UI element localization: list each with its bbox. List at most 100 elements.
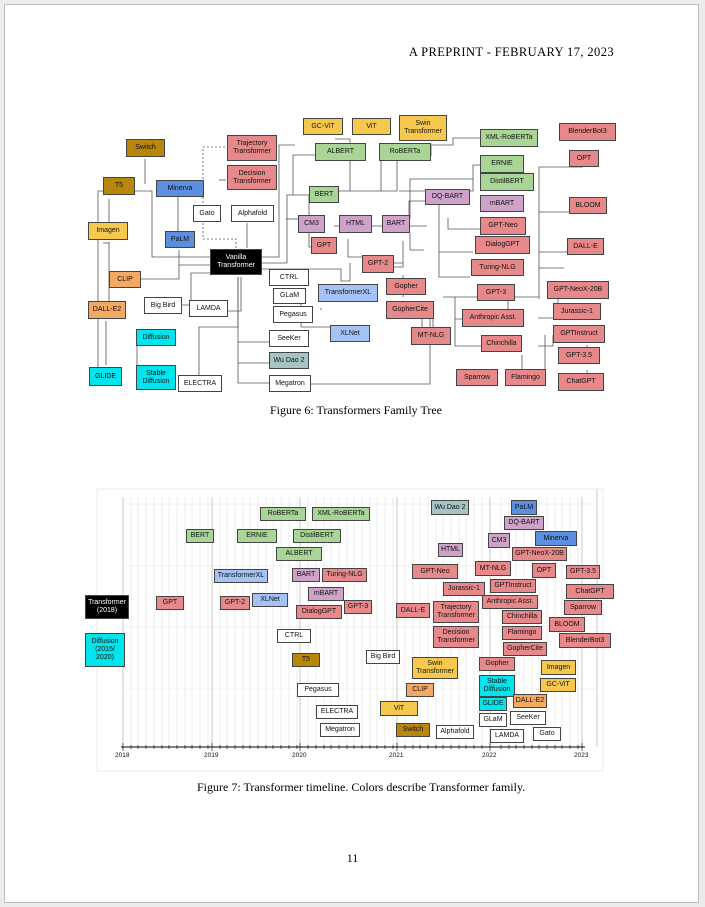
f7-node-gpt: GPT (156, 596, 184, 610)
f6-node-gc-vit: GC-ViT (303, 118, 343, 135)
f6-node-jurassic-1: Jurassic-1 (553, 303, 601, 320)
f6-node-blenderbot3: BlenderBot3 (559, 123, 616, 141)
f6-node-sparrow: Sparrow (456, 369, 498, 386)
f7-node-gopher: Gopher (479, 657, 515, 671)
f6-node-switch: Switch (126, 139, 165, 157)
f6-node-minerva: Minerva (156, 180, 204, 197)
f6-node-lamda: LAMDA (189, 300, 228, 317)
page-number: 11 (346, 851, 359, 865)
f6-node-clip: CLIP (109, 271, 141, 288)
f6-node-ernie: ERNIE (480, 155, 524, 173)
f7-node-gpt-neox-20b: GPT-NeoX-20B (512, 547, 567, 561)
f7-node-xlnet: XLNet (252, 593, 288, 607)
f6-node-palm: PaLM (165, 231, 195, 248)
f6-node-opt: OPT (569, 150, 599, 167)
f6-node-dialoggpt: DialogGPT (475, 236, 530, 254)
running-header: A PREPRINT - FEBRUARY 17, 2023 (408, 45, 614, 59)
f6-node-gpt-3-5: GPT-3.5 (558, 347, 600, 364)
f6-node-gato: Gato (193, 205, 221, 222)
f7-node-dall-e: DALL-E (396, 603, 430, 618)
f7-node-dialoggpt: DialogGPT (296, 605, 342, 619)
f6-node-decision-transformer: Decision Transformer (227, 165, 277, 190)
f7-node-ernie: ERNIE (237, 529, 277, 543)
year-label-2020: 2020 (292, 752, 307, 759)
f7-node-megatron: Megatron (320, 723, 360, 737)
f6-node-flamingo: Flamingo (505, 369, 546, 386)
f7-node-switch: Switch (396, 723, 430, 737)
f6-node-gptinstruct: GPTInstruct (553, 325, 605, 343)
f7-node-gpt-neo: GPT-Neo (412, 564, 458, 579)
f7-node-xml-roberta: XML-RoBERTa (312, 507, 370, 521)
f6-node-diffusion: Diffusion (136, 329, 176, 346)
f6-node-transformerxl: TransformerXL (318, 284, 378, 302)
f6-node-seeker: SeeKer (269, 330, 309, 347)
f7-node-vit: ViT (380, 701, 418, 716)
f7-node-wu-dao-2: Wu Dao 2 (431, 500, 469, 515)
f7-node-pegasus: Pegasus (297, 683, 339, 697)
f7-node-diffusion-2015-2020: Diffusion (2015/ 2020) (85, 633, 125, 667)
f7-node-gc-vit: GC-ViT (540, 678, 576, 692)
f6-node-bloom: BLOOM (569, 197, 607, 214)
f7-node-bert: BERT (186, 529, 214, 543)
f7-node-bloom: BLOOM (549, 617, 585, 632)
f6-node-vanilla-transformer: Vanilla Transformer (210, 249, 262, 275)
f6-node-electra: ELECTRA (178, 375, 222, 392)
f7-node-swin-transformer: Swin Transformer (412, 657, 458, 679)
year-label-2019: 2019 (204, 752, 219, 759)
f6-node-mt-nlg: MT-NLG (411, 327, 451, 345)
f6-node-glide: GLIDE (89, 367, 122, 386)
f7-node-lamda: LAMDA (490, 729, 524, 743)
year-label-2022: 2022 (482, 752, 497, 759)
f7-node-transformer-2018: Transformer (2018) (85, 595, 129, 619)
f6-node-turing-nlg: Turing-NLG (471, 259, 524, 276)
f6-node-bart: BART (382, 215, 410, 233)
f7-node-anthropic-asst: Anthropic Asst. (482, 595, 538, 609)
f6-node-vit: ViT (352, 118, 391, 135)
f7-node-gophercite: GopherCite (503, 642, 547, 656)
f7-node-albert: ALBERT (276, 547, 322, 561)
f7-node-opt: OPT (532, 563, 556, 578)
f6-node-stable-diffusion: Stable Diffusion (136, 365, 176, 390)
year-label-2018: 2018 (115, 752, 130, 759)
f6-node-big-bird: Big Bird (144, 297, 182, 314)
f6-node-cm3: CM3 (298, 215, 325, 233)
f6-node-trajectory-transformer: Trajectory Transformer (227, 135, 277, 161)
f6-node-gpt-2: GPT-2 (362, 255, 394, 273)
f7-node-gpt-3: GPT-3 (344, 600, 372, 614)
f7-node-transformerxl: TransformerXL (214, 569, 268, 583)
f7-node-imagen: Imagen (541, 660, 576, 675)
f6-node-gpt: GPT (311, 237, 337, 254)
f6-node-wu-dao-2: Wu Dao 2 (269, 352, 309, 369)
f6-node-alphafold: Alphafold (231, 205, 274, 222)
f7-node-trajectory-transformer: Trajectory Transformer (433, 601, 479, 623)
f7-node-clip: CLIP (406, 683, 434, 697)
f6-node-mbart: mBART (480, 195, 524, 212)
f7-node-ctrl: CTRL (277, 629, 311, 643)
figure6-caption: Figure 6: Transformers Family Tree (270, 403, 443, 417)
f7-node-dall-e2: DALL-E2 (513, 694, 547, 708)
f7-node-bart: BART (292, 568, 320, 582)
year-label-2021: 2021 (389, 752, 404, 759)
f6-node-ctrl: CTRL (269, 269, 309, 286)
f7-node-gptinstruct: GPTInstruct (490, 579, 536, 593)
f7-node-seeker: SeeKer (510, 711, 546, 725)
f7-node-roberta: RoBERTa (260, 507, 306, 521)
f6-node-xlnet: XLNet (330, 325, 370, 342)
f6-node-anthropic-asst: Anthropic Asst. (462, 309, 524, 327)
f7-node-minerva: Minerva (535, 531, 577, 546)
f6-node-xml-roberta: XML-RoBERTa (480, 129, 538, 147)
f7-node-gato: Gato (533, 727, 561, 741)
f7-node-gpt-3-5: GPT-3.5 (566, 565, 600, 579)
f6-node-gpt-3: GPT-3 (477, 284, 515, 301)
f6-node-swin-transformer: Swin Transformer (399, 115, 447, 141)
f6-node-pegasus: Pegasus (273, 306, 313, 323)
f7-node-glam: GLaM (479, 713, 507, 727)
f7-node-flamingo: Flamingo (502, 626, 542, 640)
f7-node-turing-nlg: Turing-NLG (322, 568, 367, 582)
f6-node-gopher: Gopher (386, 278, 426, 295)
f6-node-roberta: RoBERTa (379, 143, 431, 161)
f7-node-big-bird: Big Bird (366, 650, 400, 664)
f6-node-distilbert: DistilBERT (480, 173, 534, 191)
f7-node-dq-bart: DQ-BART (504, 516, 544, 530)
f6-node-dq-bart: DQ-BART (425, 189, 470, 205)
